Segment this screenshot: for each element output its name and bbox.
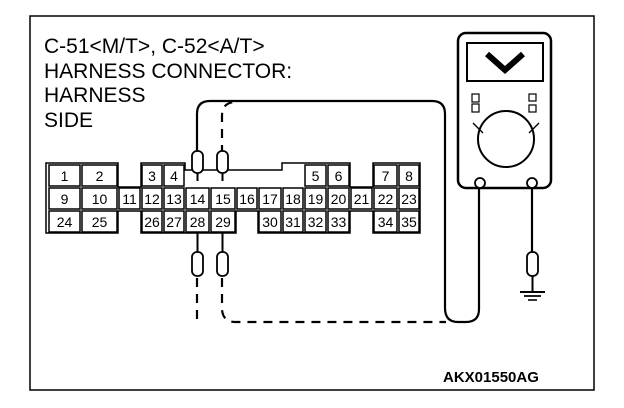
pin-cell [304, 164, 327, 187]
ground-icon [520, 251, 545, 301]
title-line-4: SIDE [44, 109, 93, 132]
pin-label: 10 [92, 191, 108, 207]
pin-cell [163, 164, 185, 187]
title-line-3: HARNESS [44, 84, 146, 107]
pin-cell [304, 187, 327, 210]
pin-label: 9 [61, 191, 69, 207]
pin-cell [398, 210, 420, 233]
pin-label: 33 [331, 214, 347, 230]
pin-label: 23 [401, 191, 417, 207]
pin-label: 28 [190, 214, 206, 230]
pin-cell [185, 187, 210, 210]
pin-label: 11 [122, 191, 137, 207]
pin-cell [350, 187, 373, 210]
pin-label: 21 [354, 191, 370, 207]
probe-wire-solid [195, 99, 481, 324]
pin-cell [48, 164, 81, 187]
pin-cell [81, 210, 118, 233]
pin-label: 13 [166, 191, 182, 207]
pin-label: 19 [308, 191, 324, 207]
pin-label: 25 [92, 214, 108, 230]
test-probe-icon [216, 150, 229, 181]
pin-label: 12 [144, 191, 160, 207]
pin-cell [398, 187, 420, 210]
pin-cell [236, 187, 258, 210]
pin-label: 4 [170, 168, 178, 184]
pin-cell [185, 210, 210, 233]
pin-cell [163, 210, 185, 233]
probe-wire-dashed-upper [220, 100, 237, 154]
probe-wire-dashed-lower [220, 278, 446, 324]
pin-cell [258, 210, 282, 233]
pin-label: 30 [262, 214, 278, 230]
pin-label: 8 [405, 168, 413, 184]
pin-label: 5 [312, 168, 320, 184]
pin-cell [48, 210, 81, 233]
pin-cell [327, 164, 350, 187]
pin-cell [210, 187, 236, 210]
title-line-2: HARNESS CONNECTOR: [44, 60, 292, 83]
pin-cell [398, 164, 420, 187]
pin-cell [163, 187, 185, 210]
pin-cell [81, 164, 118, 187]
pin-cell [48, 187, 81, 210]
title-line-1: C-51<M/T>, C-52<A/T> [44, 35, 265, 58]
pin-label: 20 [331, 191, 347, 207]
pin-cell [373, 187, 398, 210]
pin-label: 34 [378, 214, 394, 230]
test-probe-icon [191, 150, 204, 181]
pin-cell [258, 187, 282, 210]
pin-label: 14 [190, 191, 206, 207]
pin-cell [327, 187, 350, 210]
pin-label: 27 [166, 214, 182, 230]
pin-label: 17 [262, 191, 278, 207]
pin-label: 22 [378, 191, 394, 207]
pin-label: 7 [382, 168, 390, 184]
pin-label: 3 [148, 168, 156, 184]
pin-label: 2 [96, 168, 104, 184]
multimeter-icon [456, 31, 553, 190]
pin-cell [282, 187, 304, 210]
pin-cell [373, 164, 398, 187]
test-probe-icon [216, 233, 229, 277]
pin-cell [373, 210, 398, 233]
pin-label: 31 [285, 214, 301, 230]
pin-label: 18 [285, 191, 301, 207]
pin-label: 15 [215, 191, 231, 207]
pin-cell [141, 164, 163, 187]
pin-label: 16 [239, 191, 255, 207]
figure-code: AKX01550AG [443, 369, 539, 386]
pin-cell [141, 187, 163, 210]
pin-label: 6 [335, 168, 343, 184]
pin-label: 24 [57, 214, 73, 230]
pin-label: 32 [308, 214, 324, 230]
pin-label: 29 [215, 214, 231, 230]
pin-cell [81, 187, 118, 210]
pin-cell [327, 210, 350, 233]
test-probe-icon [191, 233, 204, 277]
pin-label: 1 [61, 168, 69, 184]
pin-cell [304, 210, 327, 233]
pin-label: 26 [144, 214, 160, 230]
connector-title: C-51<M/T>, C-52<A/T> HARNESS CONNECTOR: … [44, 35, 292, 132]
pin-cell [141, 210, 163, 233]
pin-cell [282, 210, 304, 233]
pin-cell [118, 187, 141, 210]
pin-label: 35 [401, 214, 417, 230]
pin-cell [210, 210, 236, 233]
